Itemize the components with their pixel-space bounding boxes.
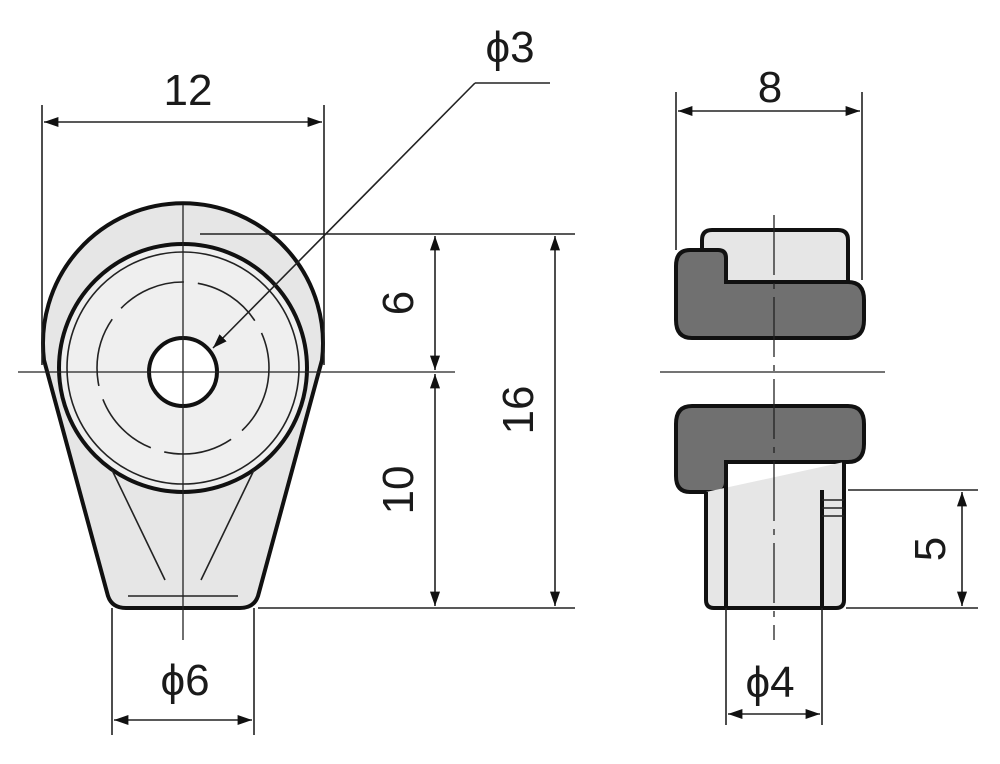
dim-label-top-height-6: 6 bbox=[374, 291, 423, 315]
dim-label-base-diameter: ϕ6 bbox=[160, 656, 209, 705]
upper-section bbox=[674, 248, 866, 340]
neck-shade-right bbox=[200, 469, 255, 581]
shaft bbox=[704, 462, 846, 610]
front-view: 12 ϕ3 6 10 16 ϕ6 bbox=[18, 23, 575, 735]
neck-shade-left bbox=[111, 469, 166, 581]
side-view: 8 5 ϕ4 bbox=[660, 63, 978, 725]
leader-hole-diameter bbox=[212, 82, 476, 349]
dim-label-shaft-length-5: 5 bbox=[906, 537, 955, 561]
dim-label-hole-diameter: ϕ3 bbox=[485, 23, 534, 72]
dim-label-shaft-diameter: ϕ4 bbox=[745, 658, 794, 707]
dim-label-bottom-height-10: 10 bbox=[374, 466, 423, 515]
dim-label-width-12: 12 bbox=[164, 66, 213, 115]
dim-label-side-width-8: 8 bbox=[758, 63, 782, 112]
upper-cap bbox=[700, 228, 850, 292]
dim-label-total-height-16: 16 bbox=[494, 386, 543, 435]
